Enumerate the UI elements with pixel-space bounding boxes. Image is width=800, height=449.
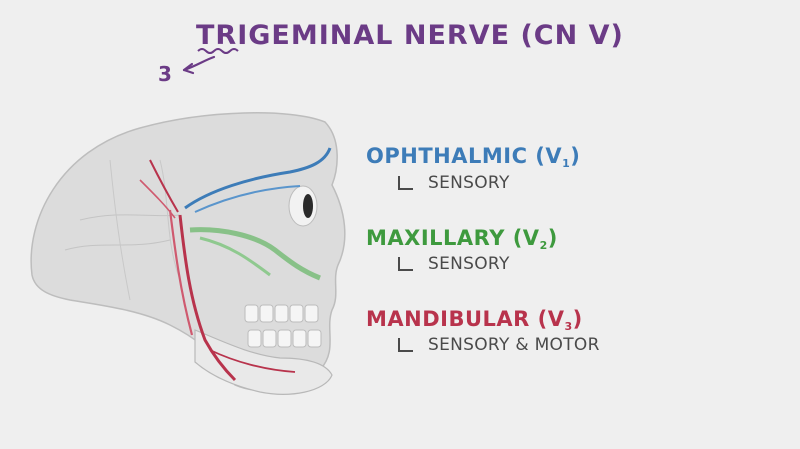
page-title: TRIGEMINAL NERVE (CN V) [196,20,624,51]
branch-mandibular-role: SENSORY & MOTOR [428,335,600,355]
branch-ophthalmic: OPHTHALMIC (V1) [366,144,581,170]
branch-connector-icon [398,257,413,271]
annotation-number: 3 [158,62,172,86]
branch-ophthalmic-role: SENSORY [428,173,510,193]
branch-connector-icon [398,176,413,190]
skull-icon [30,112,346,395]
branch-connector-icon [398,338,413,352]
branch-maxillary: MAXILLARY (V2) [366,226,558,252]
branch-mandibular: MANDIBULAR (V3) [366,307,583,333]
branch-maxillary-role: SENSORY [428,254,510,274]
